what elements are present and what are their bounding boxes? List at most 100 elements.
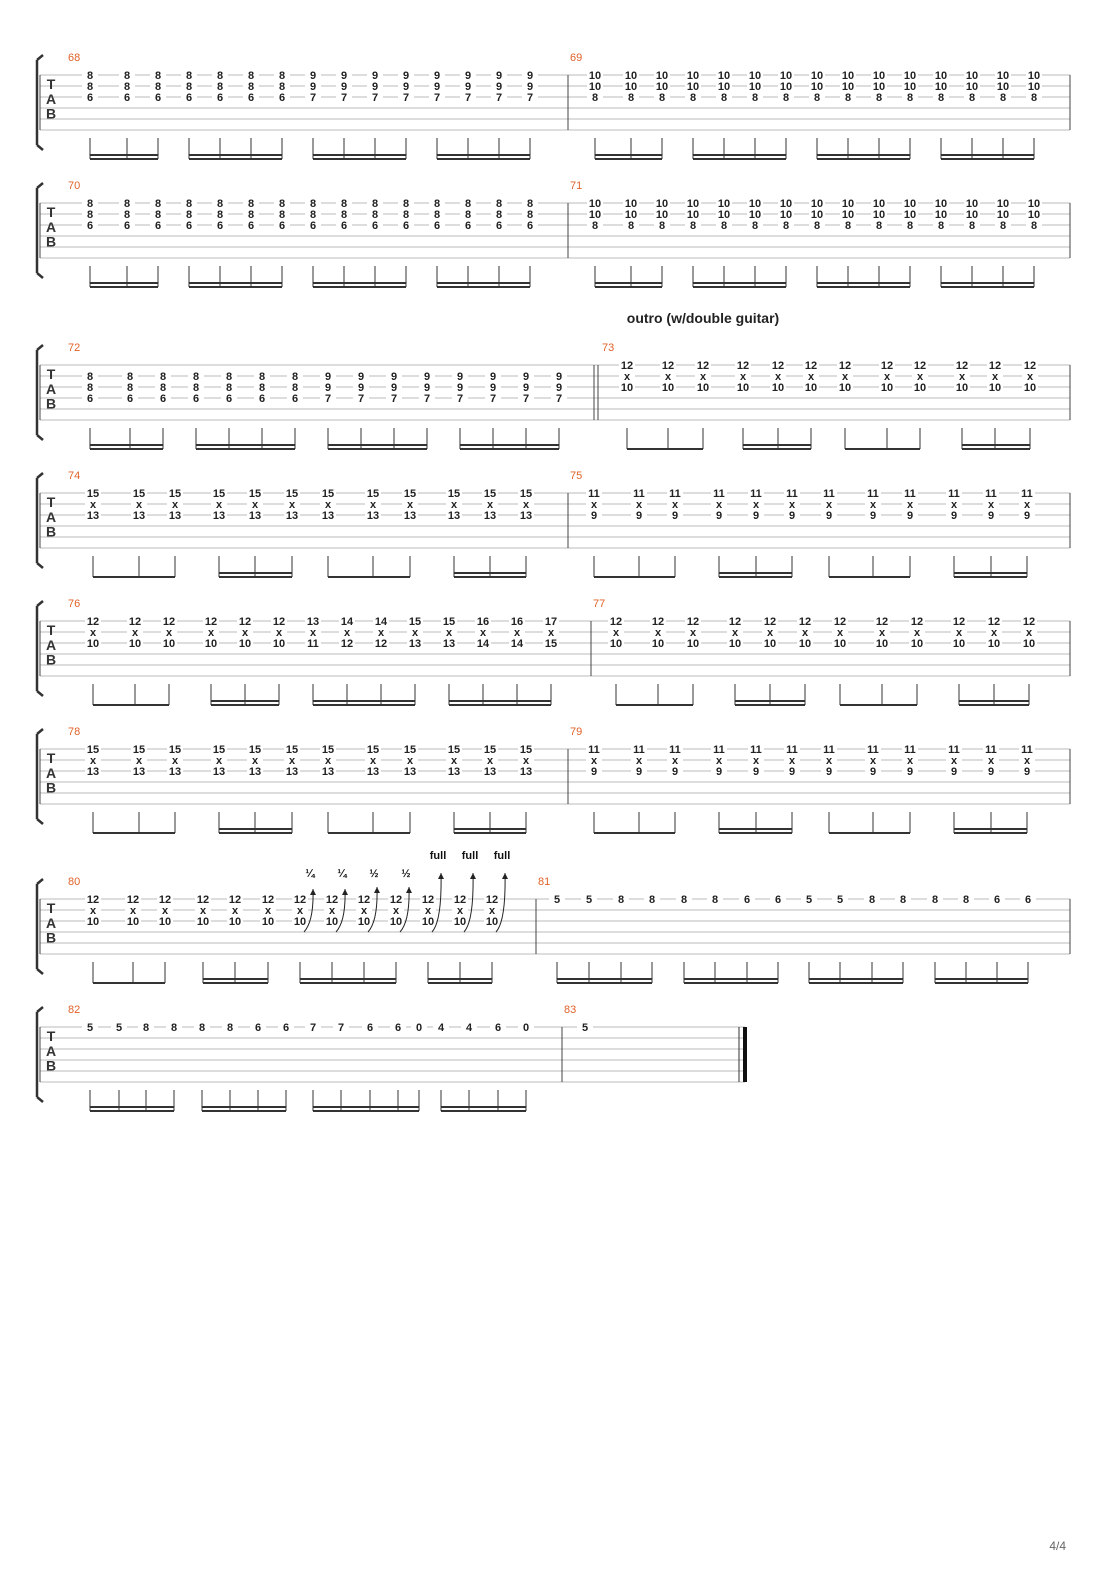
fret-mask — [167, 488, 183, 499]
fret-number: 13 — [133, 766, 145, 778]
dead-note: x — [956, 627, 963, 639]
fret-mask — [155, 393, 171, 404]
fret-number: 6 — [186, 220, 192, 232]
fret-mask — [748, 488, 764, 499]
fret-mask — [871, 70, 887, 81]
fret-mask — [695, 360, 711, 371]
fret-number: 13 — [443, 638, 455, 650]
fret-number: 12 — [375, 638, 387, 650]
fret-mask — [650, 616, 666, 627]
fret-mask — [320, 371, 336, 382]
fret-mask — [902, 744, 918, 755]
fret-mask — [581, 894, 597, 905]
fret-mask — [161, 616, 177, 627]
fret-mask — [386, 393, 402, 404]
fret-number: 10 — [749, 70, 761, 82]
fret-number: 12 — [1023, 616, 1035, 628]
fret-mask — [388, 905, 404, 916]
fret-mask — [685, 70, 701, 81]
fret-mask — [491, 70, 507, 81]
fret-number: 8 — [248, 81, 254, 93]
fret-mask — [82, 371, 98, 382]
fret-mask — [865, 766, 881, 777]
fret-mask — [667, 744, 683, 755]
fret-number: 12 — [127, 894, 139, 906]
fret-number: 13 — [404, 510, 416, 522]
fret-mask — [995, 92, 1011, 103]
fret-number: 10 — [764, 638, 776, 650]
tab-clef-letter: B — [46, 780, 56, 796]
fret-mask — [995, 220, 1011, 231]
fret-mask — [407, 616, 423, 627]
fret-mask — [398, 70, 414, 81]
fret-mask — [587, 209, 603, 220]
fret-number: 7 — [310, 1022, 316, 1034]
fret-mask — [452, 916, 468, 927]
fret-number: 10 — [1028, 209, 1040, 221]
fret-mask — [336, 92, 352, 103]
fret-mask — [958, 894, 974, 905]
fret-number: 9 — [358, 371, 364, 383]
fret-mask — [1026, 81, 1042, 92]
fret-mask — [902, 81, 918, 92]
fret-number: 12 — [197, 894, 209, 906]
fret-mask — [155, 371, 171, 382]
fret-number: 9 — [434, 70, 440, 82]
fret-number: 10 — [1028, 198, 1040, 210]
tab-system — [35, 728, 1071, 834]
fret-mask — [339, 627, 355, 638]
fret-mask — [441, 638, 457, 649]
dead-note: x — [208, 627, 215, 639]
fret-mask — [419, 382, 435, 393]
dead-note: x — [489, 905, 496, 917]
fret-mask — [254, 393, 270, 404]
fret-number: 8 — [969, 220, 975, 232]
fret-number: 7 — [338, 1022, 344, 1034]
fret-mask — [864, 894, 880, 905]
fret-mask — [247, 744, 263, 755]
fret-mask — [125, 916, 141, 927]
fret-mask — [748, 499, 764, 510]
fret-mask — [735, 382, 751, 393]
fret-mask — [871, 209, 887, 220]
fret-number: 11 — [713, 744, 725, 756]
fret-mask — [452, 382, 468, 393]
tab-clef-letter: T — [47, 1028, 56, 1044]
fret-mask — [441, 616, 457, 627]
fret-mask — [274, 70, 290, 81]
fret-number: 9 — [434, 81, 440, 93]
fret-mask — [964, 220, 980, 231]
fret-number: 12 — [737, 360, 749, 372]
fret-mask — [909, 638, 925, 649]
fret-number: 10 — [749, 198, 761, 210]
fret-number: 8 — [845, 220, 851, 232]
fret-number: 11 — [1021, 488, 1033, 500]
system-bracket — [35, 344, 44, 441]
fret-number: 10 — [876, 638, 888, 650]
fret-mask — [946, 755, 962, 766]
fret-mask — [119, 70, 135, 81]
fret-mask — [227, 894, 243, 905]
fret-mask — [119, 209, 135, 220]
fret-mask — [127, 638, 143, 649]
fret-mask — [964, 92, 980, 103]
fret-number: 12 — [390, 894, 402, 906]
fret-number: 6 — [372, 220, 378, 232]
fret-number: 9 — [527, 70, 533, 82]
fret-mask — [490, 1022, 506, 1033]
fret-mask — [211, 510, 227, 521]
fret-mask — [983, 510, 999, 521]
fret-number: 8 — [876, 220, 882, 232]
fret-mask — [784, 499, 800, 510]
fret-mask — [460, 81, 476, 92]
fret-number: 10 — [205, 638, 217, 650]
fret-mask — [211, 766, 227, 777]
fret-number: 6 — [279, 92, 285, 104]
fret-number: 8 — [310, 209, 316, 221]
fret-number: 5 — [586, 894, 592, 906]
fret-number: 8 — [292, 382, 298, 394]
dead-note: x — [487, 755, 494, 767]
fret-mask — [407, 638, 423, 649]
fret-mask — [1022, 382, 1038, 393]
fret-number: 8 — [199, 1022, 205, 1034]
